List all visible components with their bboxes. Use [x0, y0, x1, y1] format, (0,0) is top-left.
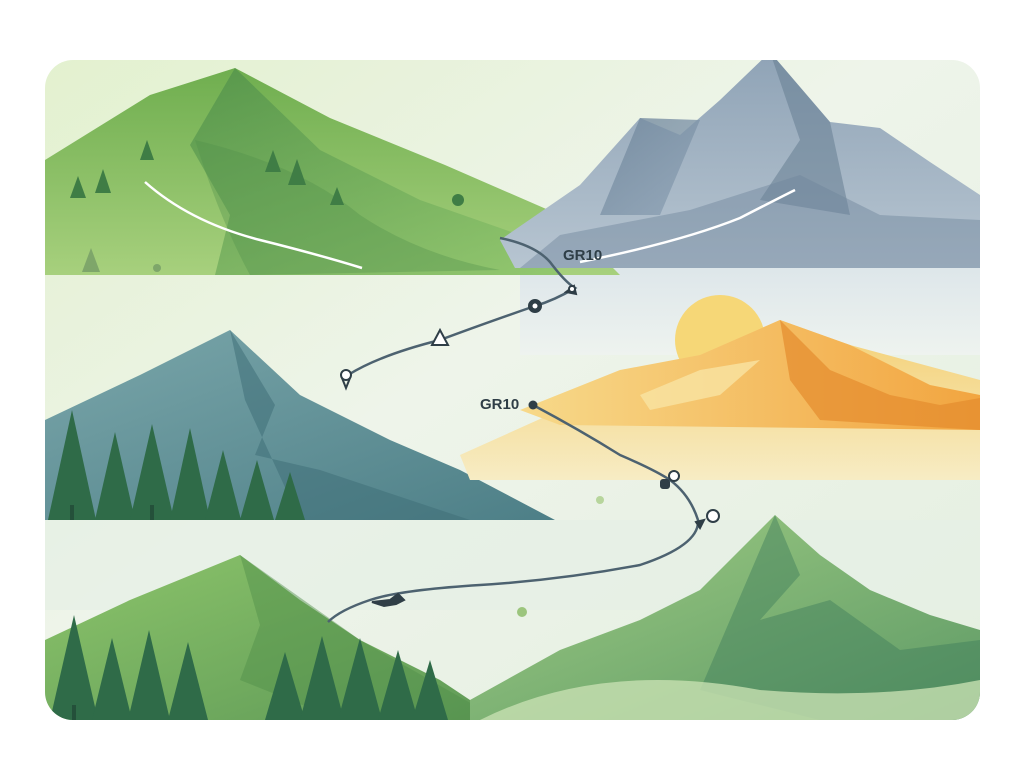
map-card: GR10 GR10: [45, 60, 980, 720]
hiker-icon: [371, 592, 406, 608]
rocky-ridge-shade: [760, 60, 850, 215]
green-ridge-shadow: [195, 140, 500, 275]
desert-ridge-light: [640, 360, 760, 410]
meadow-shrub: [517, 607, 527, 617]
waypoint-pin-icon-3: [694, 509, 720, 530]
green-mountain-face: [190, 68, 560, 275]
waypoint-pin-icon: [340, 369, 352, 391]
rocky-peaks-region: [500, 60, 980, 268]
teal-forest-trees: [48, 410, 305, 520]
rocky-lower-shade: [520, 175, 980, 268]
desert-ridge-shade: [780, 320, 980, 430]
bottom-tree-trunk: [72, 705, 76, 720]
trail-node-icon: [528, 299, 542, 313]
trail-label-upper: GR10: [563, 247, 602, 264]
bottom-right-shade: [700, 515, 980, 720]
bottom-forest-region: [45, 555, 500, 720]
meadow-shrub-2: [596, 496, 604, 504]
green-hill-trees: [70, 140, 464, 272]
desert-region: [460, 295, 980, 480]
bottom-right-base: [470, 515, 980, 720]
trail-start-dot-icon: [528, 400, 538, 410]
trail-segment-upper: [347, 236, 578, 377]
rocky-mountain-face: [600, 118, 700, 215]
bottom-right-region: [470, 496, 980, 720]
teal-forest-region: [45, 330, 555, 520]
trail-label-lower: GR10: [480, 396, 519, 413]
waypoint-pin-icon-2: [660, 470, 680, 489]
bottom-right-meadow: [480, 680, 980, 720]
trail-segment-lower: [327, 403, 700, 623]
bottom-forest-trees: [50, 615, 448, 720]
trail-route: [327, 236, 700, 623]
green-mountain-path: [144, 181, 363, 270]
trail-node-icon-2: [563, 284, 578, 296]
summit-triangle-icon: [430, 327, 450, 346]
green-hills-region: [45, 68, 620, 275]
teal-mountain: [45, 330, 555, 520]
teal-tree-trunks: [70, 505, 154, 520]
bottom-left-face: [240, 555, 500, 720]
rocky-mountain-path: [579, 188, 796, 264]
trail-markers: [340, 284, 720, 608]
